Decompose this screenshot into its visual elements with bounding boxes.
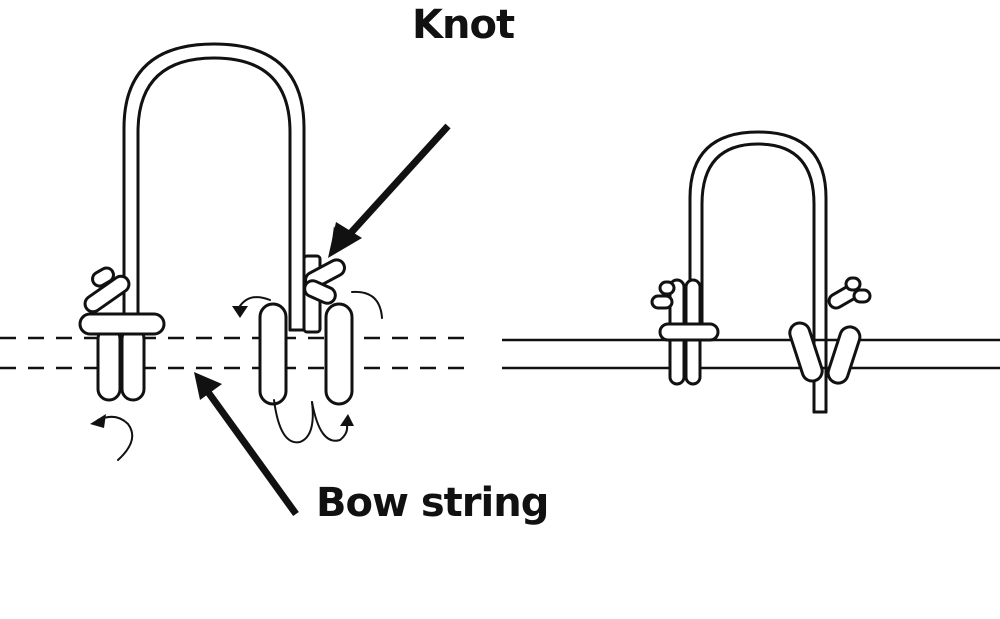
- right-wraps-right: [788, 276, 872, 385]
- knot-pointer-arrow: [328, 123, 451, 258]
- knot-label: Knot: [412, 2, 515, 48]
- bow-string-dashed: [0, 336, 470, 370]
- left-wraps-left: [78, 266, 166, 402]
- right-wraps-left: [650, 278, 720, 386]
- left-serving-loop: [122, 42, 306, 332]
- bow-string-pointer-arrow: [194, 372, 299, 517]
- bow-string-solid: [502, 338, 1000, 370]
- left-wraps-right: [258, 254, 354, 406]
- right-serving-loop: [688, 130, 828, 414]
- motion-arrows: [90, 290, 383, 461]
- bow-string-label: Bow string: [316, 480, 549, 526]
